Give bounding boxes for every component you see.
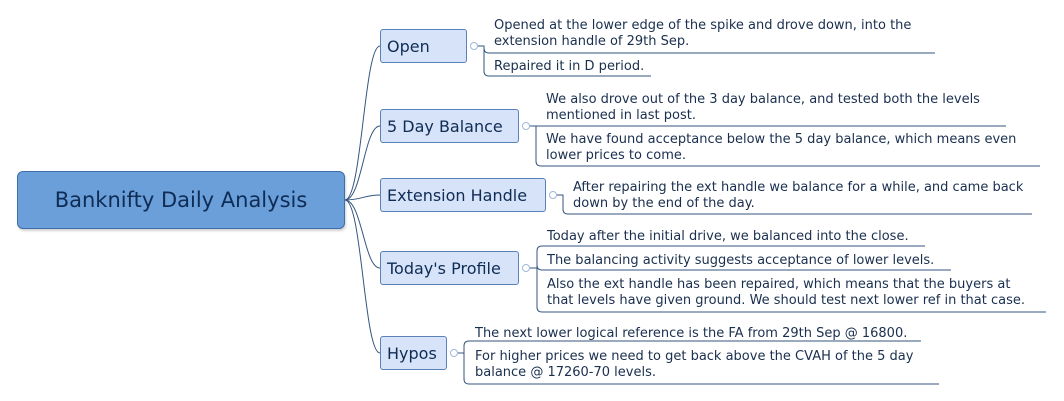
- note-todays-profile-1[interactable]: Today after the initial drive, we balanc…: [547, 229, 909, 245]
- branch-connector: [344, 199, 381, 354]
- note-connector: [455, 340, 921, 354]
- note-line: balance @ 17260-70 levels.: [475, 365, 656, 380]
- note-line: Also the ext handle has been repaired, w…: [547, 277, 1011, 292]
- note-line: extension handle of 29th Sep.: [494, 34, 690, 49]
- note-line: For higher prices we need to get back ab…: [475, 349, 914, 364]
- note-connector: [527, 267, 1046, 313]
- note-5-day-balance-2[interactable]: We have found acceptance below the 5 day…: [546, 132, 1016, 164]
- branch-label: Open: [387, 36, 430, 56]
- note-line: Repaired it in D period.: [494, 59, 645, 74]
- note-line: The next lower logical reference is the …: [475, 326, 908, 341]
- note-open-1[interactable]: Opened at the lower edge of the spike an…: [494, 18, 911, 50]
- central-topic-label: Banknifty Daily Analysis: [54, 188, 308, 212]
- branch-connector: [344, 194, 381, 201]
- branch-hypos[interactable]: Hypos: [380, 336, 447, 370]
- note-line: lower prices to come.: [546, 148, 687, 163]
- note-connector: [527, 264, 951, 271]
- note-connector: [527, 125, 1040, 167]
- branch-5-day-balance[interactable]: 5 Day Balance: [380, 109, 519, 143]
- note-line: Today after the initial drive, we balanc…: [547, 229, 909, 244]
- note-todays-profile-2[interactable]: The balancing activity suggests acceptan…: [547, 253, 934, 269]
- collapse-toggle-icon[interactable]: [549, 191, 557, 199]
- note-line: down by the end of the day.: [573, 196, 755, 211]
- note-connector: [554, 194, 1032, 215]
- collapse-toggle-icon[interactable]: [522, 122, 530, 130]
- central-topic[interactable]: Banknifty Daily Analysis: [17, 171, 345, 229]
- note-extension-handle-1[interactable]: After repairing the ext handle we balanc…: [573, 180, 1023, 212]
- collapse-toggle-icon[interactable]: [470, 42, 478, 50]
- branch-label: Extension Handle: [387, 185, 528, 205]
- note-open-2[interactable]: Repaired it in D period.: [494, 59, 644, 75]
- branch-connector: [344, 125, 381, 201]
- note-connector: [527, 245, 925, 269]
- branch-label: 5 Day Balance: [387, 116, 503, 136]
- branch-label: Hypos: [387, 343, 437, 363]
- note-line: After repairing the ext handle we balanc…: [573, 180, 1024, 195]
- note-line: We have found acceptance below the 5 day…: [546, 132, 1017, 147]
- note-hypos-2[interactable]: For higher prices we need to get back ab…: [475, 349, 913, 381]
- collapse-toggle-icon[interactable]: [450, 349, 458, 357]
- collapse-toggle-icon[interactable]: [522, 264, 530, 272]
- branch-todays-profile[interactable]: Today's Profile: [380, 251, 519, 285]
- branch-label: Today's Profile: [387, 258, 501, 278]
- note-connector: [455, 352, 939, 385]
- note-todays-profile-3[interactable]: Also the ext handle has been repaired, w…: [547, 277, 1025, 309]
- note-connector: [475, 45, 651, 77]
- note-line: The balancing activity suggests acceptan…: [547, 253, 935, 268]
- note-5-day-balance-1[interactable]: We also drove out of the 3 day balance, …: [546, 92, 980, 124]
- note-hypos-1[interactable]: The next lower logical reference is the …: [475, 326, 907, 342]
- branch-open[interactable]: Open: [380, 29, 467, 63]
- branch-connector: [344, 199, 381, 269]
- branch-extension-handle[interactable]: Extension Handle: [380, 178, 546, 212]
- note-line: that levels have given ground. We should…: [547, 293, 1025, 308]
- note-line: Opened at the lower edge of the spike an…: [494, 18, 912, 33]
- note-line: mentioned in last post.: [546, 108, 696, 123]
- note-line: We also drove out of the 3 day balance, …: [546, 92, 980, 107]
- branch-connector: [344, 45, 381, 201]
